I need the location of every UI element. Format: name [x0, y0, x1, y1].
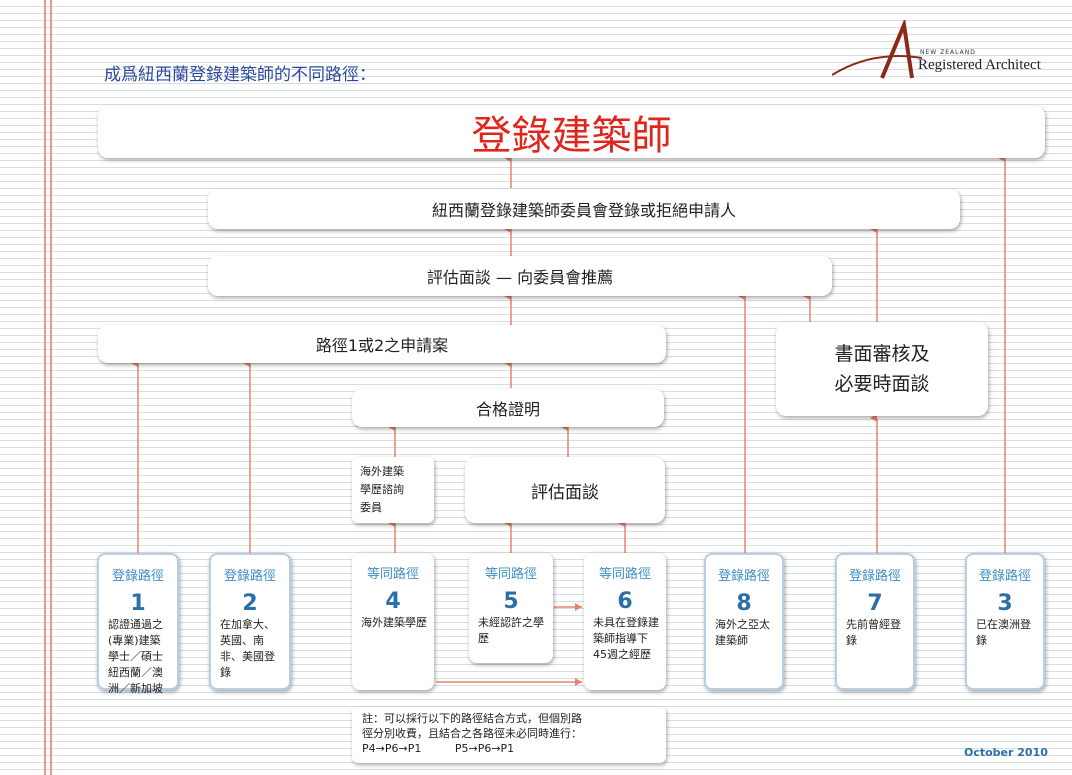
note-line-2: 徑分別收費，且結合之各路徑未必同時進行： [362, 727, 582, 740]
written-review-box: 書面審核及 必要時面談 [776, 322, 988, 416]
route-number: 5 [503, 589, 519, 614]
route-card-2: 登錄路徑 2 在加拿大、英國、南非、美國登錄 [209, 553, 291, 690]
route-description: 海外之亞太建築師 [715, 618, 770, 647]
route12-application-text: 路徑1或2之申請案 [315, 336, 449, 355]
route-description: 已在澳洲登錄 [976, 618, 1031, 647]
certificate-text: 合格證明 [475, 400, 540, 419]
main-title: 登錄建築師 [471, 113, 672, 159]
route-number: 6 [617, 589, 633, 614]
board-text: 紐西蘭登錄建築師委員會登錄或拒絕申請人 [431, 201, 736, 220]
evaluation-interview-box: 評估面談 [465, 457, 665, 523]
route-number: 1 [130, 591, 146, 616]
route-tag: 登錄路徑 [848, 569, 901, 584]
route-description: 未經認許之學歷 [478, 616, 544, 645]
route-number: 2 [242, 591, 258, 616]
assessment-interview-text: 評估面談 — 向委員會推薦 [426, 268, 614, 287]
margin-line-right [50, 0, 52, 775]
board-box: 紐西蘭登錄建築師委員會登錄或拒絕申請人 [208, 189, 960, 229]
written-review-text: 書面審核及 必要時面談 [834, 343, 930, 395]
route-card-6: 等同路徑 6 未具在登錄建築師指導下45週之經歷 [584, 553, 666, 690]
route-tag: 登錄路徑 [978, 569, 1031, 584]
route-description: 先前曾經登錄 [846, 618, 901, 647]
route-number: 4 [385, 589, 401, 614]
route-tag: 等同路徑 [366, 567, 419, 582]
note-combo-2: P5→P6→P1 [454, 742, 515, 755]
main-title-box: 登錄建築師 [98, 106, 1045, 159]
evaluation-interview-text: 評估面談 [531, 482, 599, 503]
route-tag: 登錄路徑 [223, 569, 276, 584]
route-tag: 登錄路徑 [717, 569, 770, 584]
route-tag: 等同路徑 [598, 567, 651, 582]
route-card-4: 等同路徑 4 海外建築學歷 [352, 553, 434, 690]
overseas-committee-text: 海外建築 學歷諮詢 委員 [360, 465, 404, 514]
route-description: 海外建築學歷 [361, 616, 427, 629]
overseas-committee-box: 海外建築 學歷諮詢 委員 [352, 457, 434, 523]
route-number: 3 [997, 591, 1013, 616]
note-combo-1: P4→P6→P1 [362, 742, 422, 755]
route-card-1: 登錄路徑 1 認證通過之(專業)建築學士／碩士紐西蘭／澳洲／新加坡 [97, 553, 179, 695]
route12-application-box: 路徑1或2之申請案 [98, 325, 666, 363]
route-card-7: 登錄路徑 7 先前曾經登錄 [835, 553, 915, 690]
route-tag: 登錄路徑 [111, 569, 164, 584]
logo-a-icon [832, 20, 922, 79]
route-description: 未具在登錄建築師指導下45週之經歷 [593, 616, 659, 661]
note-line-1: 註：可以採行以下的路徑結合方式，但個別路 [362, 712, 582, 725]
certificate-box: 合格證明 [352, 389, 664, 427]
footer-date: October 2010 [964, 746, 1048, 759]
logo-name: Registered Architect [918, 57, 1041, 73]
logo: NEW ZEALAND Registered Architect [832, 20, 1052, 80]
note-combos: P4→P6→P1 P5→P6→P1 [362, 741, 656, 756]
route-tag: 等同路徑 [484, 567, 537, 582]
assessment-interview-box: 評估面談 — 向委員會推薦 [208, 256, 832, 296]
route-number: 8 [736, 591, 752, 616]
margin-line-left [44, 0, 46, 775]
note-box: 註：可以採行以下的路徑結合方式，但個別路 徑分別收費，且結合之各路徑未必同時進行… [352, 707, 666, 763]
route-card-3: 登錄路徑 3 已在澳洲登錄 [965, 553, 1045, 690]
page-title: 成爲紐西蘭登錄建築師的不同路徑： [104, 65, 376, 85]
route-card-8: 登錄路徑 8 海外之亞太建築師 [704, 553, 784, 690]
route-description: 在加拿大、英國、南非、美國登錄 [220, 618, 275, 679]
route-description: 認證通過之(專業)建築學士／碩士紐西蘭／澳洲／新加坡 [108, 618, 163, 695]
route-number: 7 [867, 591, 883, 616]
route-card-5: 等同路徑 5 未經認許之學歷 [469, 553, 553, 663]
logo-country: NEW ZEALAND [920, 49, 976, 56]
